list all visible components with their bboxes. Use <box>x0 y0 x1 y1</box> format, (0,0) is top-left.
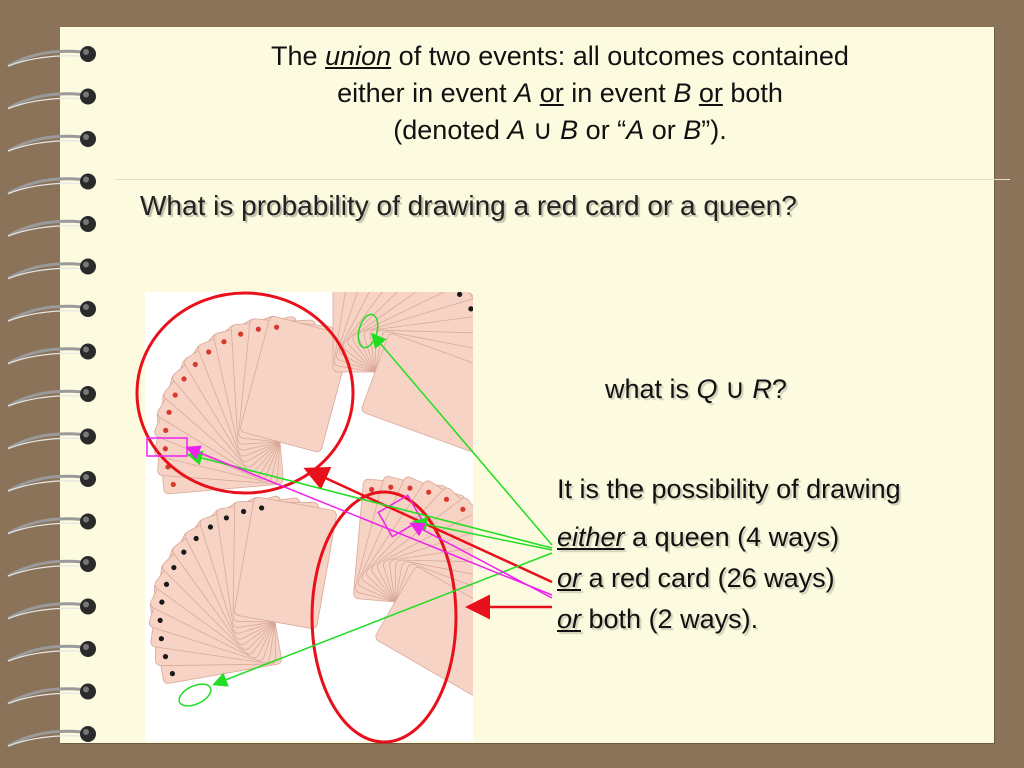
answer-line-4: or both (2 ways). <box>557 604 759 634</box>
playing-cards-image <box>145 245 522 741</box>
spiral-binding-icon <box>7 46 96 748</box>
answer-line-3: or a red card (26 ways) <box>557 563 835 593</box>
answer-line-2: either a queen (4 ways) <box>557 522 840 552</box>
playing-cards-icon <box>148 245 522 697</box>
slide-title: The union of two events: all outcomes co… <box>271 41 849 145</box>
union-question: what is Q ∪ R? <box>605 374 787 404</box>
question-text: What is probability of drawing a red car… <box>140 190 797 221</box>
answer-line-1: It is the possibility of drawing <box>557 474 901 504</box>
divider <box>115 179 1010 180</box>
